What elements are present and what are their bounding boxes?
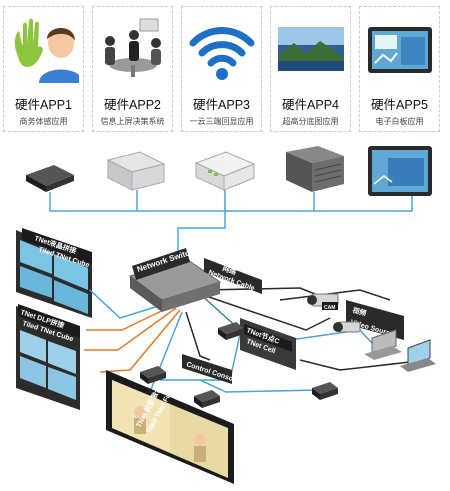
touch-panel-icon: [368, 146, 432, 196]
app-subtitle: 信息上屏决策系统: [100, 117, 165, 126]
decoder-box-icon: [218, 322, 244, 340]
app-card-3[interactable]: 硬件APP3 一云三端回显应用: [181, 6, 262, 132]
app-card-1[interactable]: 硬件APP1 商务体感应用: [3, 6, 84, 132]
projection-fusion-screen: TNet 投影融合 Tiled TNet Fusion: [106, 370, 234, 484]
app-subtitle: 一云三端回显应用: [189, 117, 254, 126]
gesture-user-icon: [14, 18, 79, 83]
app-title: 硬件APP1: [15, 98, 72, 112]
server-box-icon: [106, 151, 166, 191]
app-card-4[interactable]: 硬件APP4 超高分底图应用: [270, 6, 351, 132]
app-title: 硬件APP3: [193, 98, 250, 112]
app-subtitle: 电子白板应用: [375, 117, 424, 126]
camera-icon: CAM: [307, 293, 339, 311]
app-card-2[interactable]: 硬件APP2 信息上屏决策系统: [92, 6, 173, 132]
app-card-5[interactable]: 硬件APP5 电子白板应用: [359, 6, 440, 132]
wireless-router-icon: [194, 151, 256, 191]
app-title: 硬件APP5: [371, 98, 428, 112]
whiteboard-icon: [368, 27, 432, 73]
device-bus: [49, 190, 413, 260]
cam-label: CAM: [324, 305, 335, 311]
laptop-icon: [364, 329, 402, 360]
decoder-box-icon: [312, 382, 338, 400]
decoder-box-icon: [194, 390, 220, 408]
app-subtitle: 超高分底图应用: [282, 117, 339, 126]
app-title: 硬件APP4: [282, 98, 339, 112]
app-subtitle: 商务体感应用: [19, 117, 68, 126]
wifi-icon: [189, 27, 255, 80]
set-top-box-icon: [26, 165, 74, 192]
decoder-box-icon: [140, 366, 166, 384]
meeting-icon: [105, 18, 161, 77]
camera-icon: [333, 321, 361, 333]
dlp-video-wall: TNet DLP拼接 Tiled TNet Cube: [16, 304, 80, 410]
app-title: 硬件APP2: [104, 98, 161, 112]
landscape-photo-icon: [278, 27, 344, 71]
laptop-icon: [400, 339, 436, 372]
lcd-video-wall: TNet液晶拼接 Tiled TNet Cube: [16, 228, 92, 318]
network-switch: Network Switch: [128, 247, 222, 312]
rack-server-icon: [286, 146, 344, 192]
tnet-cell: TNet节点C TNet Cell: [240, 318, 296, 370]
